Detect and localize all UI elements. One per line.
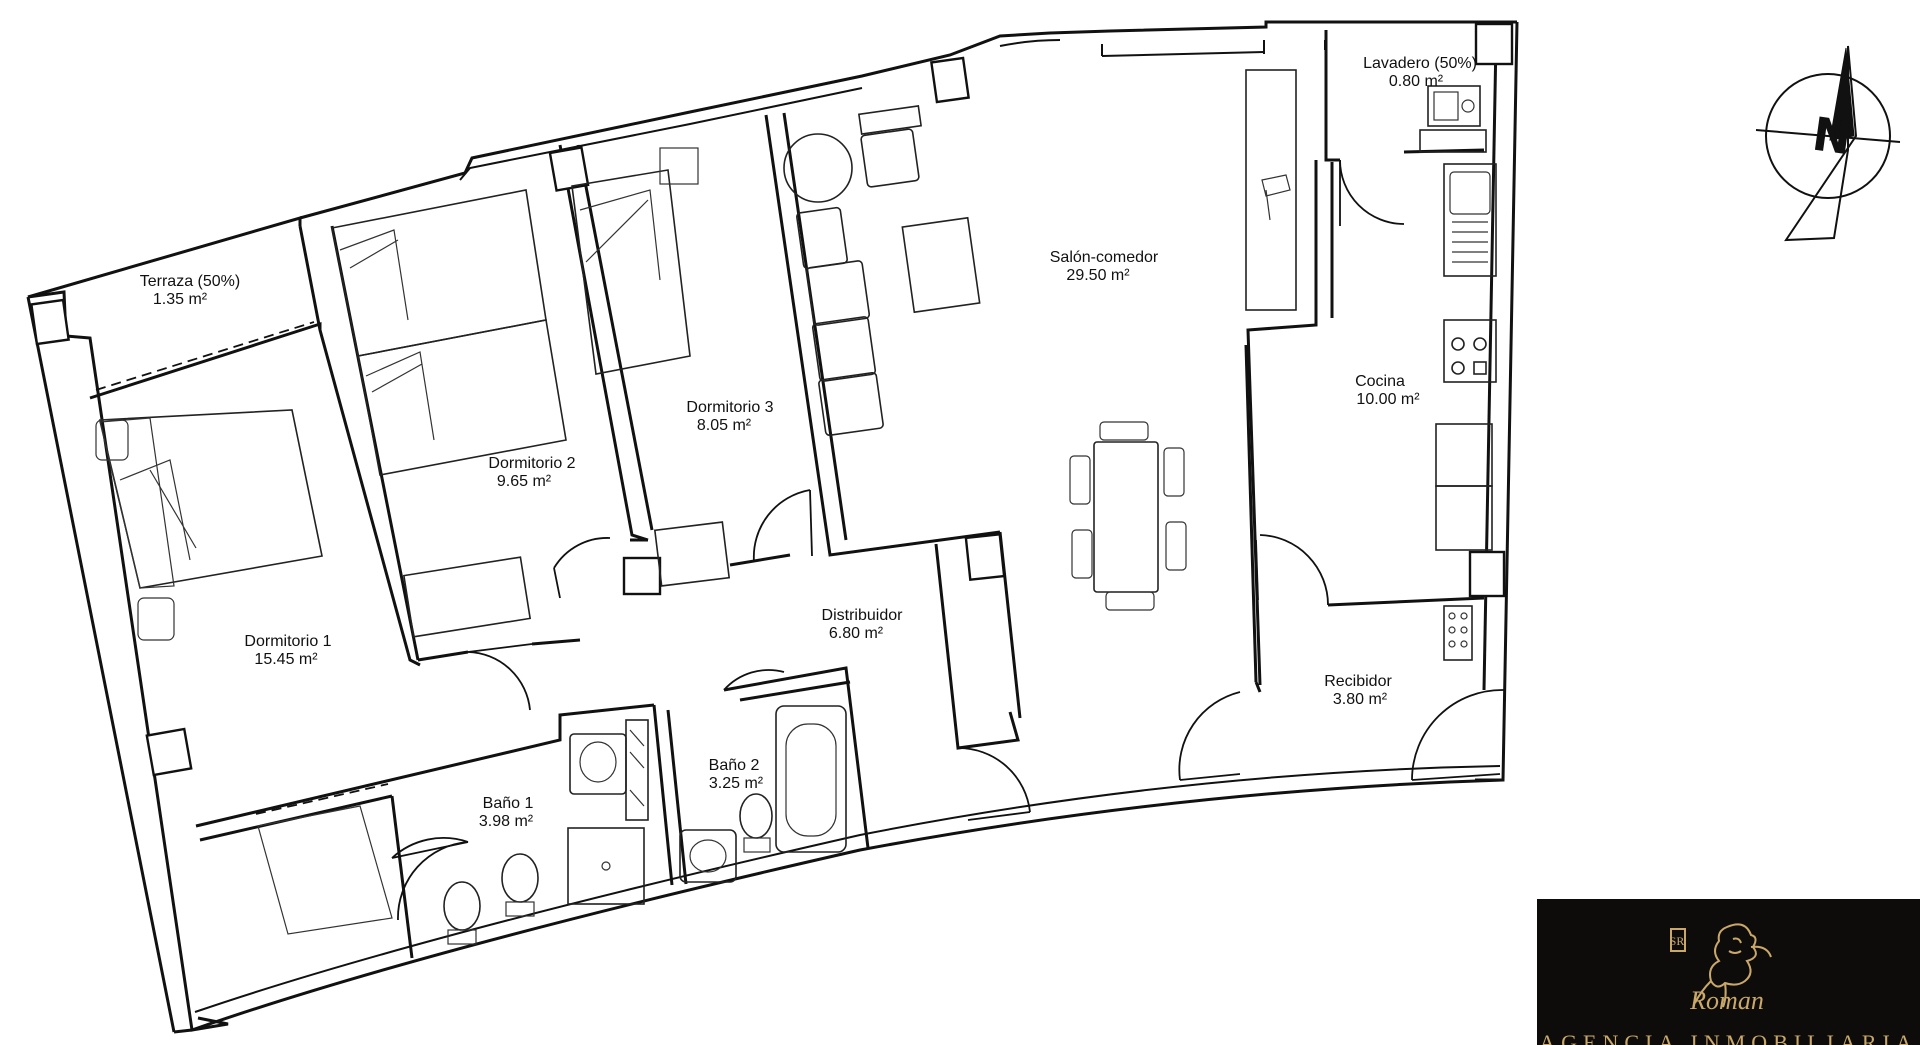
pillars: [30, 22, 1514, 777]
room-name-bano-2: Baño 2: [709, 757, 760, 774]
single-bed: [571, 147, 731, 587]
room-area-bano-2: 3.25 m²: [709, 775, 764, 792]
double-bed: [95, 409, 323, 641]
kitchen-fixtures: [1419, 85, 1497, 661]
furniture: [95, 69, 1497, 945]
room-area-salon-comedor: 29.50 m²: [1066, 267, 1130, 284]
svg-text:SR: SR: [1670, 934, 1685, 948]
agency-logo: SR Roman AGENCIA INMOBILIARIA: [1537, 899, 1920, 1045]
room-name-recibidor: Recibidor: [1324, 673, 1392, 690]
room-area-terraza: 1.35 m²: [153, 291, 208, 308]
room-name-dormitorio-1: Dormitorio 1: [244, 633, 331, 650]
svg-text:Roman: Roman: [1689, 986, 1764, 1013]
room-name-dormitorio-3: Dormitorio 3: [686, 399, 773, 416]
room-area-distribuidor: 6.80 m²: [829, 625, 884, 642]
room-area-dormitorio-2: 9.65 m²: [497, 473, 552, 490]
logo-tagline: AGENCIA INMOBILIARIA: [1539, 1030, 1918, 1045]
interior-walls: [89, 30, 1485, 959]
room-area-cocina: 10.00 m²: [1356, 391, 1420, 408]
room-name-lavadero: Lavadero (50%): [1363, 55, 1477, 72]
room-area-bano-1: 3.98 m²: [479, 813, 534, 830]
bathroom-2-fixtures: [679, 705, 847, 883]
living-furniture: [783, 69, 1297, 611]
room-area-recibidor: 3.80 m²: [1333, 691, 1388, 708]
room-area-lavadero: 0.80 m²: [1389, 73, 1444, 90]
room-area-dormitorio-1: 15.45 m²: [254, 651, 318, 668]
room-name-salon-comedor: Salón-comedor: [1050, 249, 1159, 266]
room-name-cocina: Cocina: [1355, 373, 1405, 390]
compass-north-letter: N: [1809, 107, 1855, 166]
lion-logo-icon: SR Roman: [1670, 923, 1772, 1013]
room-name-terraza: Terraza (50%): [140, 273, 240, 290]
doors: [391, 159, 1505, 921]
room-name-distribuidor: Distribuidor: [822, 607, 904, 624]
room-labels: Terraza (50%) 1.35 m² Dormitorio 1 15.45…: [140, 55, 1477, 830]
room-area-dormitorio-3: 8.05 m²: [697, 417, 752, 434]
room-name-dormitorio-2: Dormitorio 2: [488, 455, 575, 472]
room-name-bano-1: Baño 1: [483, 795, 534, 812]
bathroom-1-fixtures: [443, 719, 649, 945]
twin-beds: [331, 189, 567, 638]
north-compass: N: [1755, 45, 1901, 242]
outer-walls: [26, 20, 1519, 1034]
